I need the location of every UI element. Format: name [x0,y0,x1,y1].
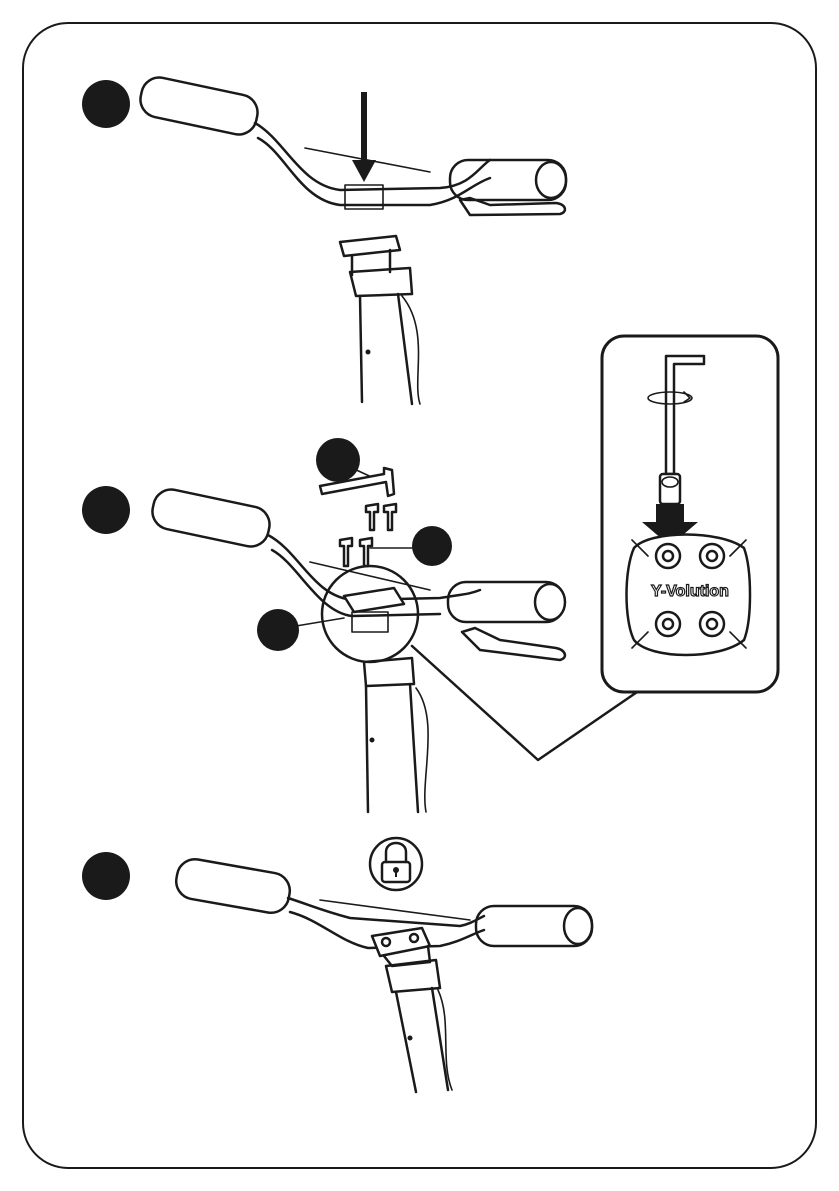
step-3-marker [82,852,130,900]
left-grip [137,74,261,138]
step-1-marker [82,80,130,128]
step-1 [82,74,566,404]
step-2-marker [82,486,130,534]
brake-lever [462,628,565,660]
bolts [340,504,396,566]
step-2 [82,438,640,812]
padlock-icon [370,838,422,890]
detail-inset: Y-Volution [602,336,778,692]
step-3 [82,838,592,1092]
tool-marker [316,438,360,482]
brand-label: Y-Volution [651,583,729,600]
down-arrow-icon [352,92,376,182]
stem-marker [257,609,299,651]
left-grip [173,856,292,915]
stem-clamp-closed [372,928,430,956]
bolt-marker [412,526,452,566]
stem-faceplate [344,588,404,612]
left-grip [149,486,273,550]
